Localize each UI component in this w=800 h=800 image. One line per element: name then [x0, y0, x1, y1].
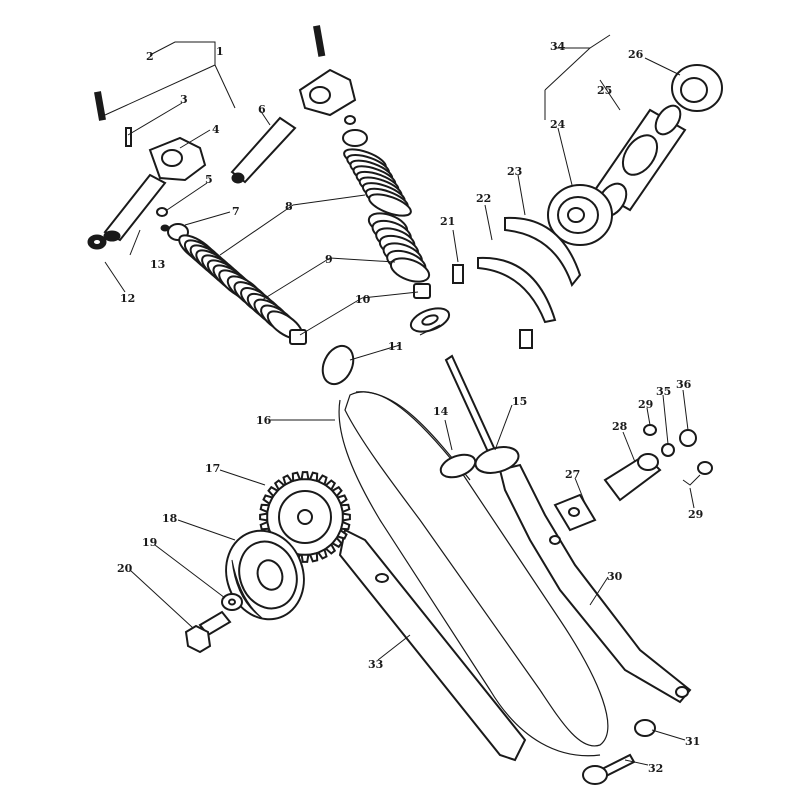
sprocket-tooth [262, 494, 274, 506]
seal-5 [156, 207, 168, 217]
callout-labels: 1 2 3 4 5 6 7 8 9 10 11 12 13 14 15 16 1… [117, 40, 703, 775]
bolt-3 [125, 127, 132, 147]
sprocket-tooth [339, 503, 351, 514]
callout-20: 20 [117, 562, 133, 575]
callout-7: 7 [232, 205, 240, 218]
spring-coil [389, 257, 431, 283]
exhaust-valve [439, 453, 477, 479]
bolt-lower [519, 329, 533, 349]
callout-29-top: 29 [638, 398, 653, 411]
hex-bolt-20 [184, 610, 232, 654]
seal-top [344, 115, 356, 125]
o-ring-35 [661, 443, 675, 457]
sprocket-tooth [336, 494, 348, 506]
cam-plate [504, 216, 582, 288]
callout-1: 1 [216, 45, 224, 58]
sprocket-tooth [300, 553, 310, 563]
callout-14: 14 [433, 405, 449, 418]
callout-26: 26 [628, 48, 644, 61]
callout-17: 17 [205, 462, 220, 475]
sprocket-tooth [336, 528, 348, 540]
callout-28: 28 [612, 420, 628, 433]
callout-33: 33 [368, 658, 383, 671]
bearing-26 [671, 64, 723, 112]
callout-11: 11 [388, 340, 403, 353]
valve-spring-lower [367, 212, 431, 283]
callout-10: 10 [355, 293, 371, 306]
callout-30: 30 [607, 570, 623, 583]
sprocket-tooth [300, 471, 310, 481]
callout-29-bottom: 29 [688, 508, 703, 521]
sprocket-tooth [330, 536, 343, 549]
callout-34: 34 [550, 40, 566, 53]
sprocket-tooth [330, 485, 343, 498]
gasket-22 [477, 256, 557, 324]
callout-12: 12 [120, 292, 135, 305]
callout-5: 5 [205, 173, 213, 186]
callout-4: 4 [212, 123, 220, 136]
bolt-29-top [643, 424, 657, 436]
callout-2: 2 [146, 50, 154, 63]
pivot-pin-32 [582, 753, 636, 785]
callout-35: 35 [656, 385, 671, 398]
sprocket-tooth [291, 471, 302, 483]
retainer-top [342, 129, 368, 147]
callout-18: 18 [162, 512, 178, 525]
callout-21: 21 [440, 215, 455, 228]
callout-19: 19 [142, 536, 157, 549]
callout-32: 32 [648, 762, 663, 775]
cap-36 [679, 429, 697, 447]
sprocket-tooth [259, 512, 269, 522]
bearing-24 [547, 184, 613, 246]
callout-3: 3 [180, 93, 188, 106]
sprocket-tooth [316, 474, 328, 486]
callout-36: 36 [676, 378, 692, 391]
callout-23: 23 [507, 165, 522, 178]
sprocket-tooth [316, 548, 328, 560]
camshaft-sprocket [259, 471, 351, 563]
callout-8: 8 [285, 200, 293, 213]
valve-seal-11 [289, 329, 307, 345]
callout-31: 31 [685, 735, 700, 748]
callout-24: 24 [550, 118, 566, 131]
leader-lines [104, 34, 701, 766]
bolt-21 [452, 264, 464, 284]
spring-seat-11 [321, 344, 355, 386]
sprocket-tooth [259, 503, 271, 514]
callout-27: 27 [565, 468, 580, 481]
spring-coil [368, 193, 412, 217]
callout-15: 15 [512, 395, 527, 408]
callout-22: 22 [476, 192, 491, 205]
sprocket-tooth [324, 542, 337, 555]
valve-spring-upper [343, 148, 412, 217]
cam-pulley [225, 529, 305, 621]
sprocket-tooth [282, 474, 294, 486]
sprocket-tooth [341, 512, 351, 522]
callout-9: 9 [325, 253, 333, 266]
chain-tensioner-arm [498, 463, 692, 704]
rocker-shaft [230, 116, 297, 184]
circlip-31 [634, 719, 656, 737]
cam-chain [344, 391, 609, 747]
rocker-arm-right [298, 25, 357, 117]
valve-seal-10 [413, 283, 431, 299]
callout-16: 16 [256, 414, 272, 427]
sprocket-tooth [259, 520, 271, 531]
sprocket-tooth [324, 479, 337, 492]
sprocket-tooth [308, 471, 319, 483]
chain-guide-left [338, 528, 527, 762]
callout-6: 6 [258, 103, 266, 116]
sprocket-tooth [273, 479, 286, 492]
sprocket-tooth [339, 520, 351, 531]
callout-13: 13 [150, 258, 165, 271]
callout-25: 25 [597, 84, 612, 97]
tensioner-body [553, 453, 662, 532]
rocker-arm-left [103, 136, 207, 242]
bolt-29-bottom [697, 461, 713, 475]
sprocket-tooth [308, 551, 319, 563]
sprocket-tooth [267, 485, 280, 498]
adjust-screw-2 [94, 91, 106, 121]
